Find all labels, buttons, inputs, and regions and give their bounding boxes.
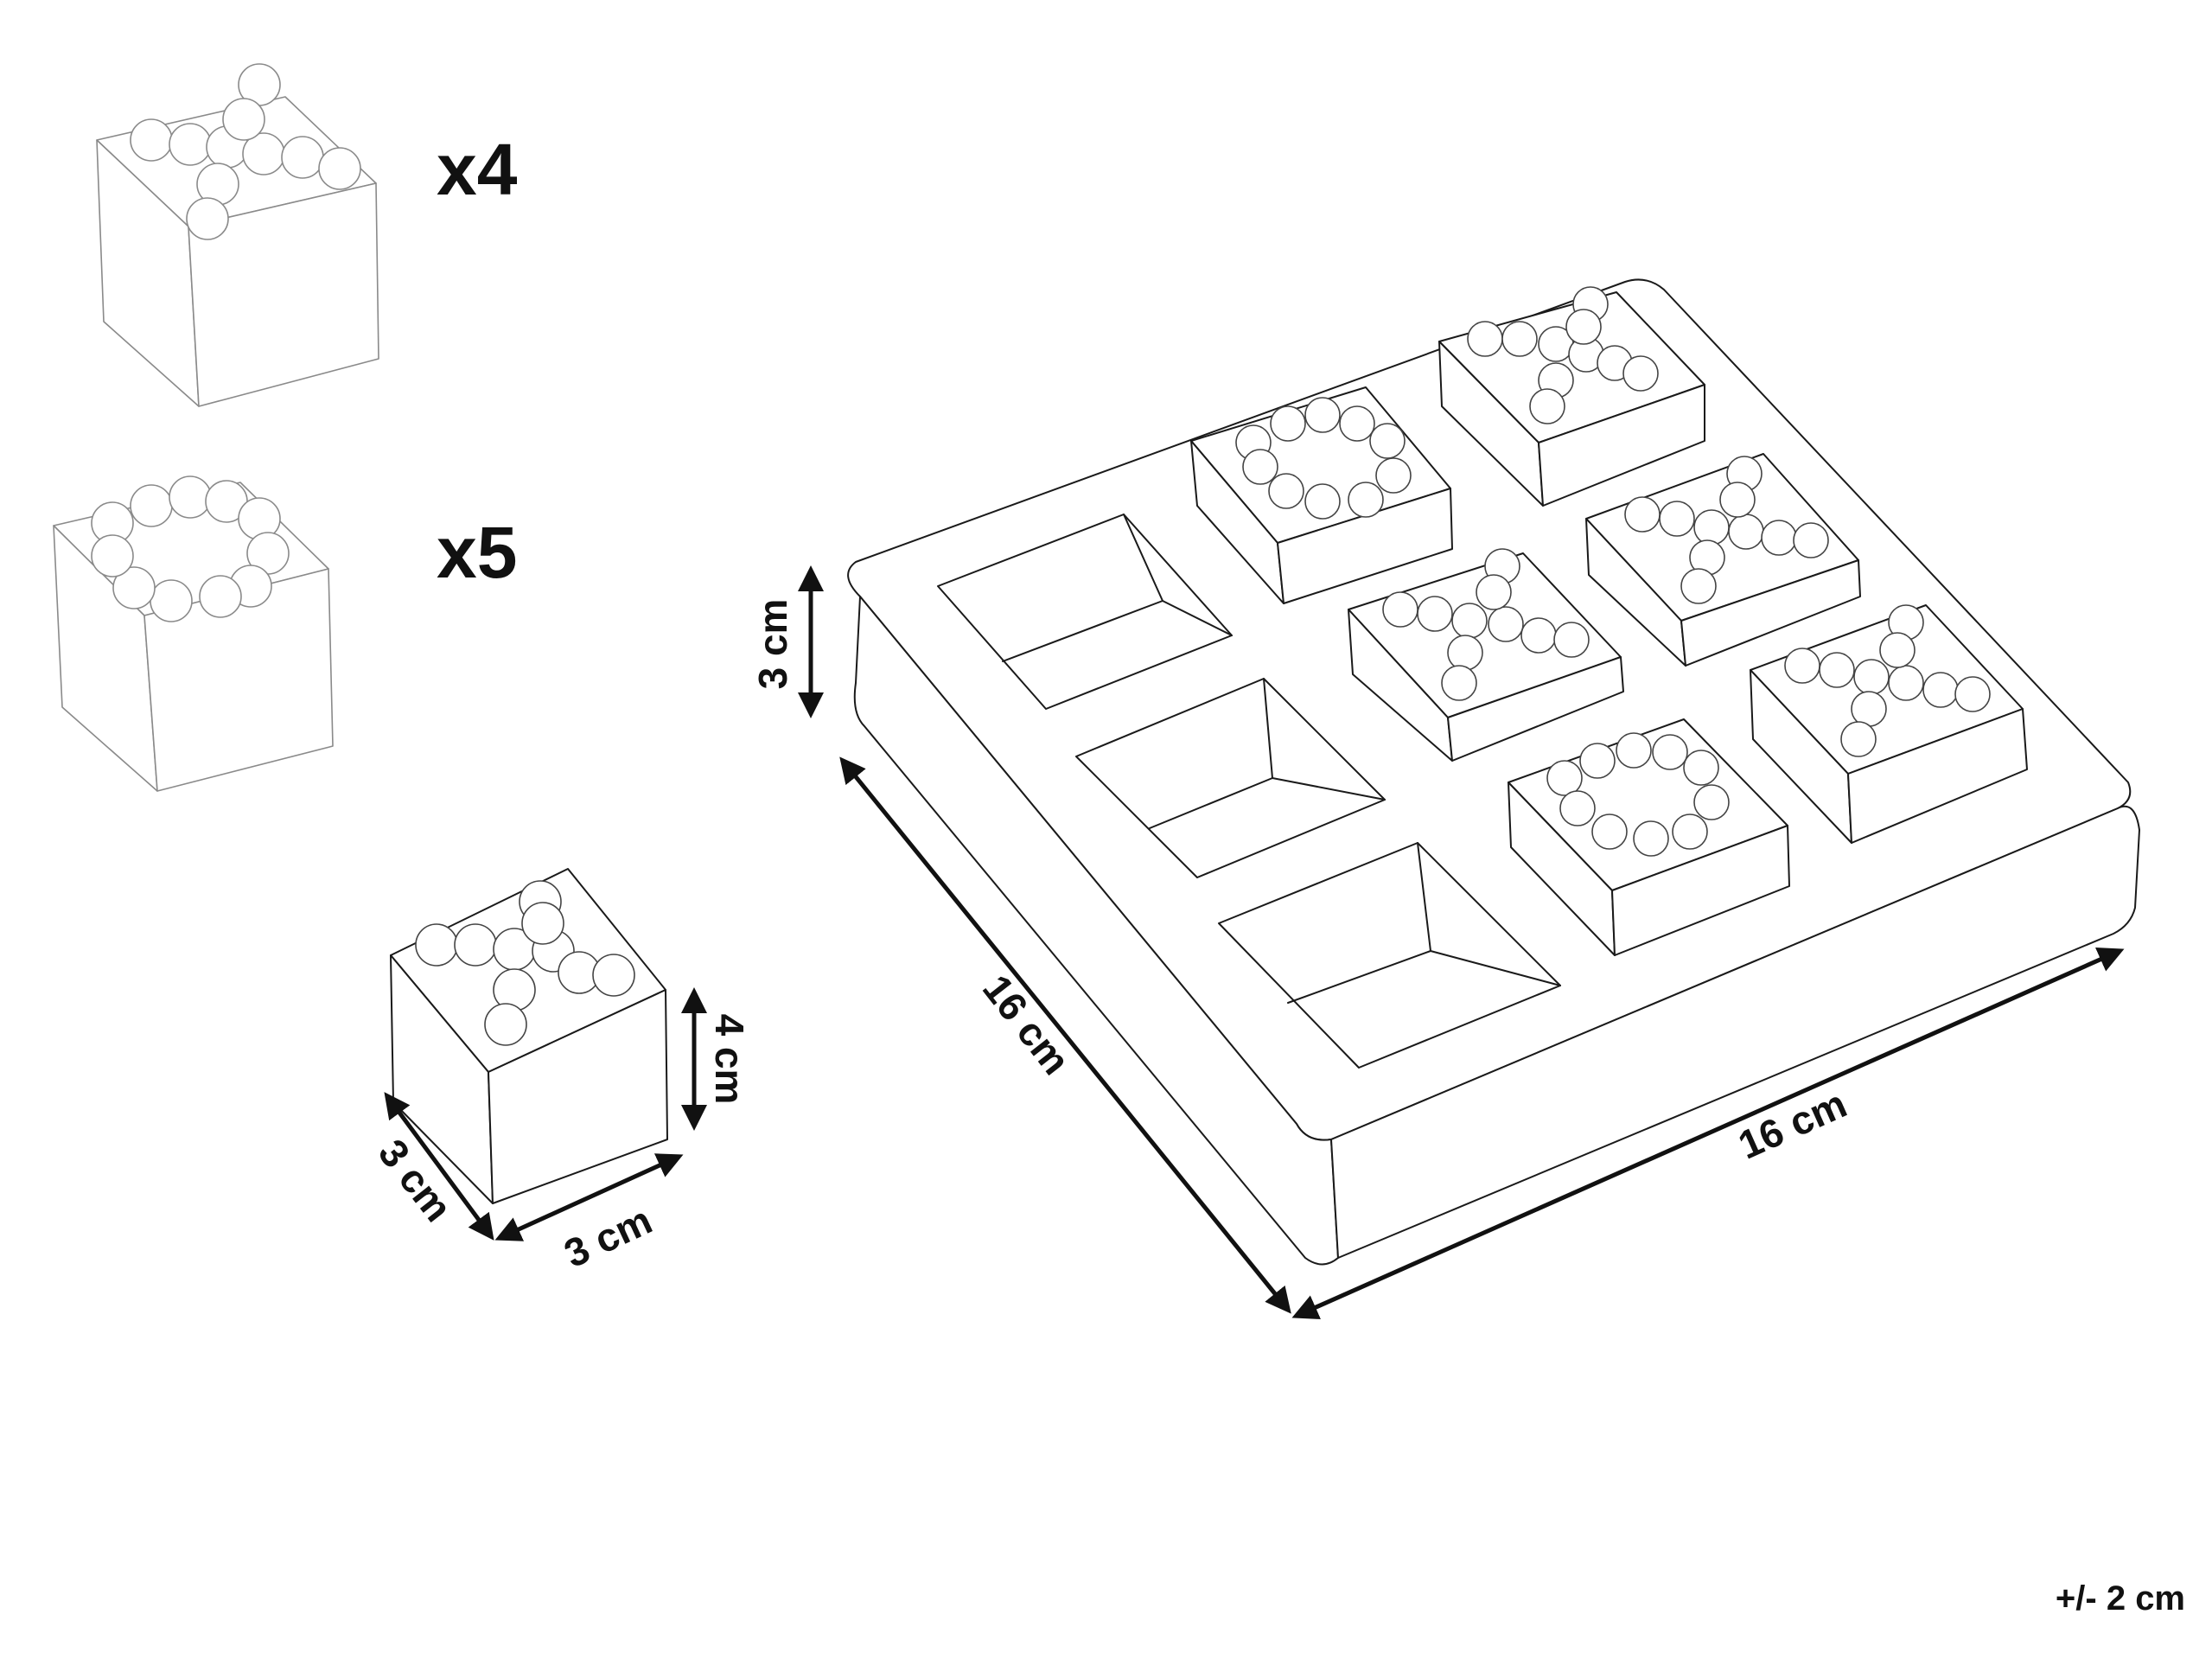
o-piece-quantity: x5 (437, 512, 517, 593)
x-tile (1438, 286, 1705, 507)
x-tile (1750, 604, 2028, 844)
cube-width-arrow (494, 1153, 684, 1241)
cube-depth-arrow (384, 1092, 494, 1241)
o-tile (1190, 386, 1453, 604)
empty-slot (937, 514, 1233, 710)
board-depth-label: 16 cm (974, 967, 1079, 1083)
x-piece-quantity: x4 (437, 129, 518, 210)
tic-tac-toe-board (847, 278, 2140, 1266)
tolerance-note: +/- 2 cm (2056, 1579, 2185, 1618)
board-width-arrow (1291, 948, 2125, 1319)
x-tile (1348, 548, 1624, 762)
cube-height-label: 4 cm (707, 1014, 752, 1105)
o-tile (1508, 718, 1790, 956)
dimensioned-x-cube (390, 868, 668, 1204)
board-depth-arrow (839, 756, 1291, 1314)
x-tile (1585, 453, 1861, 667)
board-height-label: 3 cm (750, 599, 795, 690)
cube-width-label: 3 cm (558, 1197, 659, 1276)
x-piece-cube-icon (96, 63, 379, 407)
o-piece-cube-icon (53, 475, 334, 792)
